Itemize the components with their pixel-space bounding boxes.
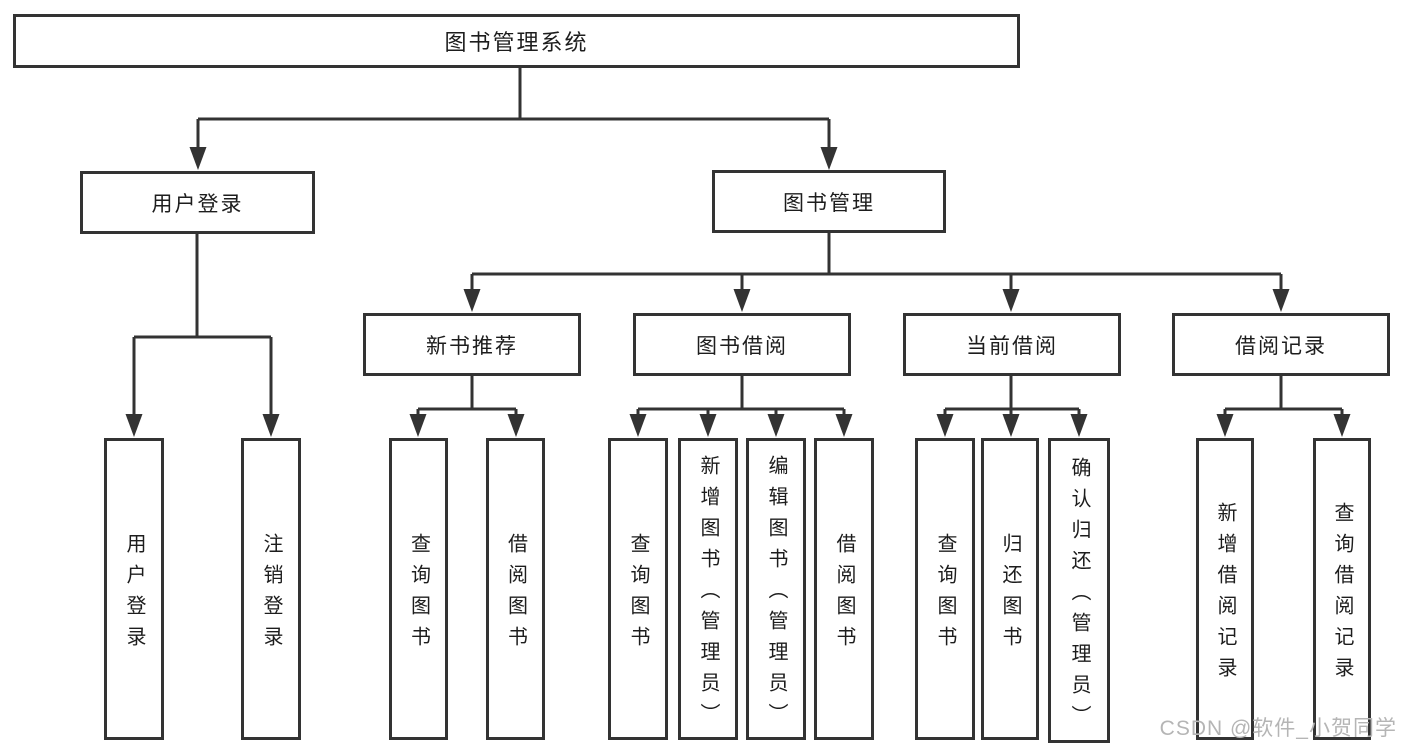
arrow-down-icon — [1216, 414, 1234, 437]
leaf-borrow-books-1: 借阅图书 — [486, 438, 545, 740]
node-user-login-label: 用户登录 — [151, 192, 244, 216]
node-book-borrow: 图书借阅 — [633, 313, 851, 376]
arrow-down-icon — [1333, 414, 1351, 437]
leaf-edit-books-admin-label: 编辑图书（管理员） — [765, 455, 787, 734]
node-book-borrow-label: 图书借阅 — [696, 334, 788, 358]
node-book-management: 图书管理 — [712, 170, 946, 233]
leaf-query-books-2-label: 查询图书 — [627, 532, 649, 657]
leaf-query-books-1-label: 查询图书 — [407, 532, 430, 657]
node-user-login: 用户登录 — [80, 171, 315, 234]
node-current-borrow-label: 当前借阅 — [966, 334, 1058, 358]
leaf-return-books-label: 归还图书 — [999, 532, 1021, 657]
leaf-user-login: 用户登录 — [104, 438, 164, 740]
node-current-borrow: 当前借阅 — [903, 313, 1121, 376]
arrow-down-icon — [699, 414, 717, 437]
arrow-down-icon — [629, 414, 647, 437]
node-root: 图书管理系统 — [13, 14, 1020, 68]
arrow-down-icon — [409, 414, 427, 437]
leaf-add-borrow-record-label: 新增借阅记录 — [1214, 501, 1236, 688]
connector-book-borrow-leaves — [636, 376, 846, 417]
leaf-confirm-return-admin: 确认归还（管理员） — [1048, 438, 1110, 743]
arrow-down-icon — [1070, 414, 1088, 437]
leaf-borrow-books-2-label: 借阅图书 — [833, 532, 855, 657]
arrow-down-icon — [767, 414, 785, 437]
arrow-down-icon — [835, 414, 853, 437]
leaf-user-login-label: 用户登录 — [123, 532, 145, 657]
arrow-down-icon — [1002, 414, 1020, 437]
leaf-query-books-3-label: 查询图书 — [934, 532, 956, 657]
connector-book-mgmt-level3 — [470, 233, 1283, 293]
arrow-down-icon — [189, 147, 207, 170]
arrow-down-icon — [125, 414, 143, 437]
connector-current-borrow-leaves — [943, 376, 1081, 417]
leaf-logout-label: 注销登录 — [260, 532, 282, 657]
arrow-down-icon — [820, 147, 838, 170]
node-borrow-records-label: 借阅记录 — [1235, 334, 1327, 358]
leaf-add-books-admin-label: 新增图书（管理员） — [697, 455, 719, 734]
arrow-down-icon — [1002, 289, 1020, 312]
node-new-book-recommend: 新书推荐 — [363, 313, 581, 376]
node-new-book-recommend-label: 新书推荐 — [426, 334, 518, 358]
leaf-query-books-3: 查询图书 — [915, 438, 975, 740]
connector-user-login-leaves — [132, 234, 273, 416]
leaf-query-books-2: 查询图书 — [608, 438, 668, 740]
leaf-query-borrow-record-label: 查询借阅记录 — [1331, 501, 1353, 688]
leaf-add-books-admin: 新增图书（管理员） — [678, 438, 738, 740]
connector-new-book-leaves — [416, 376, 518, 417]
arrow-down-icon — [463, 289, 481, 312]
leaf-return-books: 归还图书 — [981, 438, 1039, 740]
leaf-logout: 注销登录 — [241, 438, 301, 740]
arrow-down-icon — [733, 289, 751, 312]
leaf-query-borrow-record: 查询借阅记录 — [1313, 438, 1371, 740]
arrow-down-icon — [507, 414, 525, 437]
leaf-confirm-return-admin-label: 确认归还（管理员） — [1068, 456, 1090, 736]
arrow-down-icon — [262, 414, 280, 437]
leaf-borrow-books-2: 借阅图书 — [814, 438, 874, 740]
arrow-down-icon — [936, 414, 954, 437]
node-book-management-label: 图书管理 — [783, 191, 875, 215]
node-root-label: 图书管理系统 — [444, 30, 589, 55]
node-borrow-records: 借阅记录 — [1172, 313, 1390, 376]
connector-borrow-records-leaves — [1223, 376, 1344, 417]
leaf-query-books-1: 查询图书 — [389, 438, 448, 740]
leaf-borrow-books-1-label: 借阅图书 — [504, 532, 527, 657]
leaf-edit-books-admin: 编辑图书（管理员） — [746, 438, 806, 740]
connector-root-level2 — [196, 68, 831, 152]
csdn-watermark: CSDN @软件_小贺同学 — [1159, 717, 1397, 740]
arrow-down-icon — [1272, 289, 1290, 312]
leaf-add-borrow-record: 新增借阅记录 — [1196, 438, 1254, 740]
